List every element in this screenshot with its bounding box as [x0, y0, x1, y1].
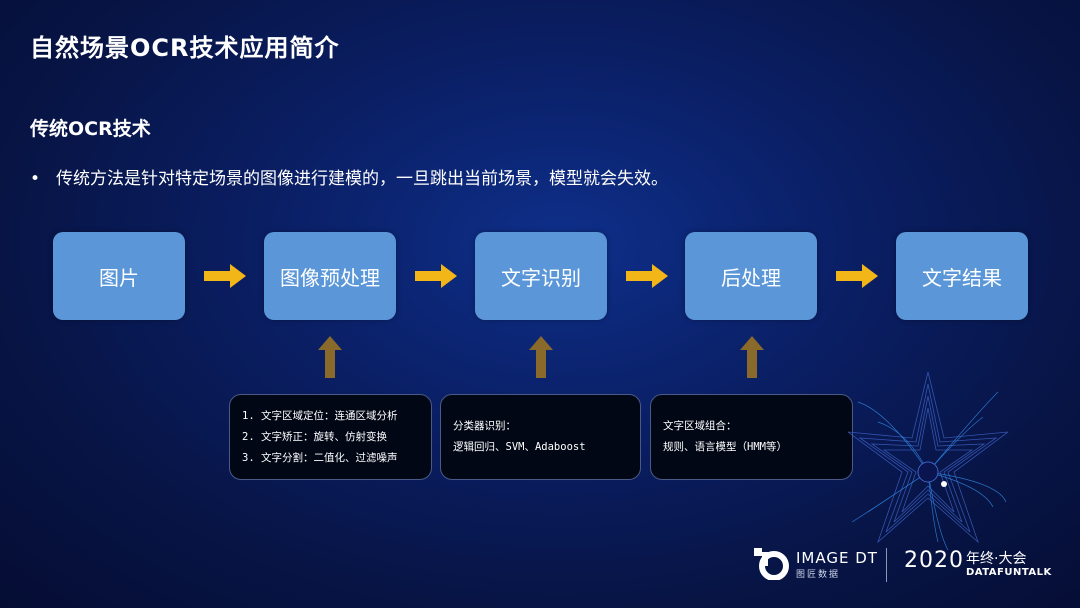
step-image: 图片 — [53, 232, 185, 320]
note-line: 逻辑回归、SVM、Adaboost — [453, 441, 586, 453]
step-result: 文字结果 — [896, 232, 1028, 320]
arrow-up-icon — [318, 336, 342, 378]
image-dt-logo-icon — [754, 548, 789, 580]
event-year: 2020 — [904, 548, 964, 573]
step-recognition: 文字识别 — [475, 232, 607, 320]
arrow-up-icon — [740, 336, 764, 378]
note-line: 文字区域组合： — [663, 420, 737, 432]
note-line: 1. 文字区域定位：连通区域分析 — [242, 409, 398, 422]
note-line: 分类器识别： — [453, 420, 516, 432]
arrow-right-icon — [204, 264, 246, 288]
branding-divider — [886, 548, 887, 582]
arrow-right-icon — [626, 264, 668, 288]
note-line: 2. 文字矫正：旋转、仿射变换 — [242, 430, 387, 443]
note-recognition: 分类器识别： 逻辑回归、SVM、Adaboost — [440, 394, 641, 480]
starburst-decoration-icon — [848, 372, 1008, 551]
bullet-marker: • — [30, 169, 41, 189]
company-logo: IMAGE DT 图匠数据 — [754, 548, 878, 580]
note-postprocess: 文字区域组合： 规则、语言模型（HMM等） — [650, 394, 853, 480]
bullet-point: • 传统方法是针对特定场景的图像进行建模的，一旦跳出当前场景，模型就会失效。 — [30, 164, 668, 189]
event-name-cn: 年终·大会 — [966, 551, 1027, 567]
slide-title: 自然场景OCR技术应用简介 — [30, 34, 340, 62]
step-preprocess: 图像预处理 — [264, 232, 396, 320]
note-line: 3. 文字分割：二值化、过滤噪声 — [242, 451, 398, 464]
arrow-up-icon — [529, 336, 553, 378]
section-title: 传统OCR技术 — [30, 118, 151, 140]
arrow-right-icon — [836, 264, 878, 288]
note-line: 规则、语言模型（HMM等） — [663, 441, 787, 453]
logo-name: IMAGE DT — [796, 548, 878, 567]
logo-cn: 图匠数据 — [796, 569, 841, 580]
bullet-text: 传统方法是针对特定场景的图像进行建模的，一旦跳出当前场景，模型就会失效。 — [56, 169, 668, 189]
step-postprocess: 后处理 — [685, 232, 817, 320]
note-preprocess: 1. 文字区域定位：连通区域分析 2. 文字矫正：旋转、仿射变换 3. 文字分割… — [229, 394, 432, 480]
arrow-right-icon — [415, 264, 457, 288]
event-name-en: DATAFUNTALK — [966, 567, 1052, 578]
